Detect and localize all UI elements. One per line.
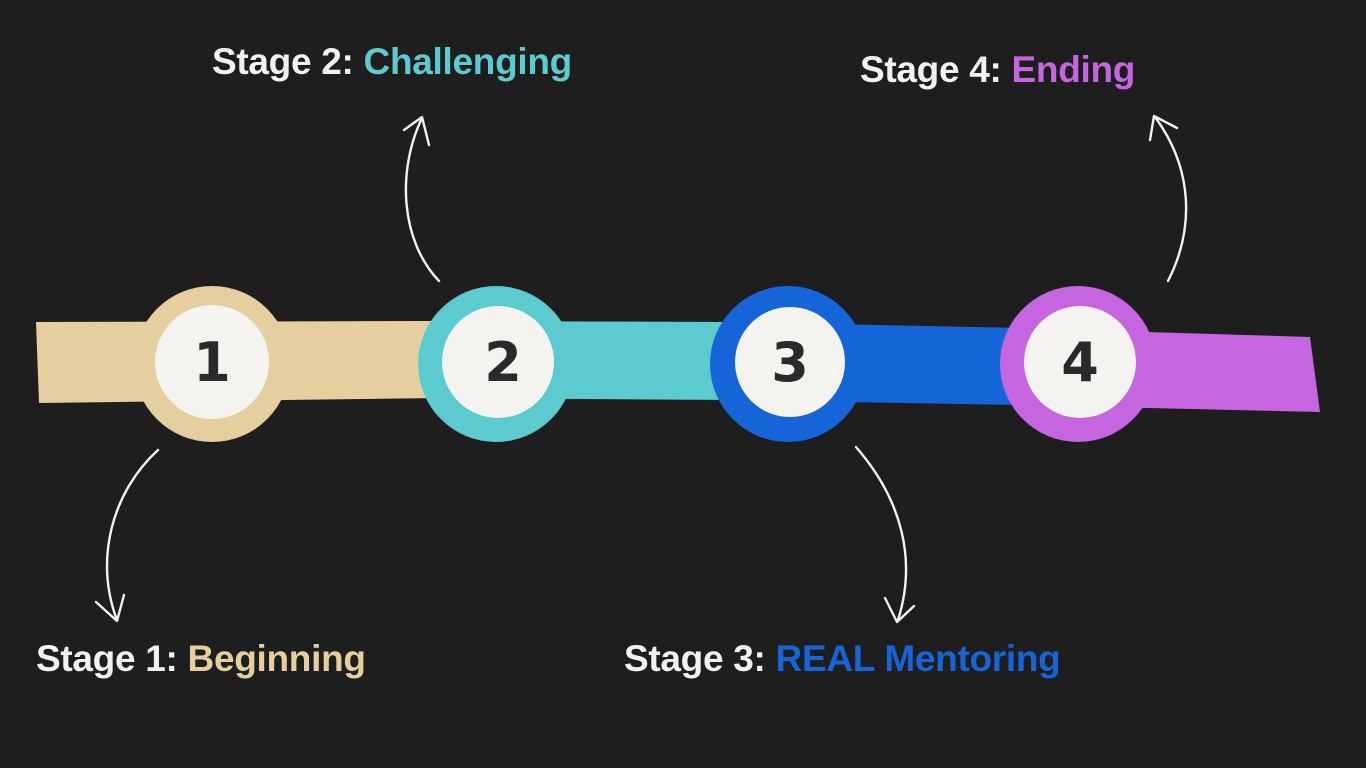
stage-node-center-3 [735,307,845,417]
curved-arrow-icon [94,448,160,623]
stage-node-center-1 [155,305,269,419]
stage-label-2: Stage 2: Challenging [212,40,572,84]
curved-arrow-icon [402,115,441,283]
stage-node-center-4 [1024,306,1136,418]
stage-node-2: 2 [418,286,574,442]
stage-label-3: Stage 3: REAL Mentoring [624,637,1061,681]
stage-name-4: Ending [1011,49,1136,90]
stage-node-center-2 [442,306,554,418]
stage-number-1: 1 [193,331,231,394]
stage-name-1: Beginning [187,638,366,679]
stage-name-2: Challenging [363,41,573,82]
arrow-group [94,114,1188,624]
stage-number-3: 3 [771,331,809,394]
stage-prefix-4: Stage 4: [860,49,1002,90]
stage-prefix-1: Stage 1: [36,638,178,679]
stage-node-1: 1 [134,286,290,442]
stage-label-4: Stage 4: Ending [860,48,1135,92]
stage-name-3: REAL Mentoring [775,638,1061,679]
stage-number-4: 4 [1061,331,1099,394]
stage-node-3: 3 [710,286,866,442]
stage-prefix-2: Stage 2: [212,41,354,82]
stage-label-1: Stage 1: Beginning [36,637,366,681]
stage-number-2: 2 [484,331,522,394]
stage-prefix-3: Stage 3: [624,638,766,679]
stage-node-4: 4 [1000,286,1156,442]
curved-arrow-icon [854,445,916,624]
curved-arrow-icon [1148,114,1188,283]
